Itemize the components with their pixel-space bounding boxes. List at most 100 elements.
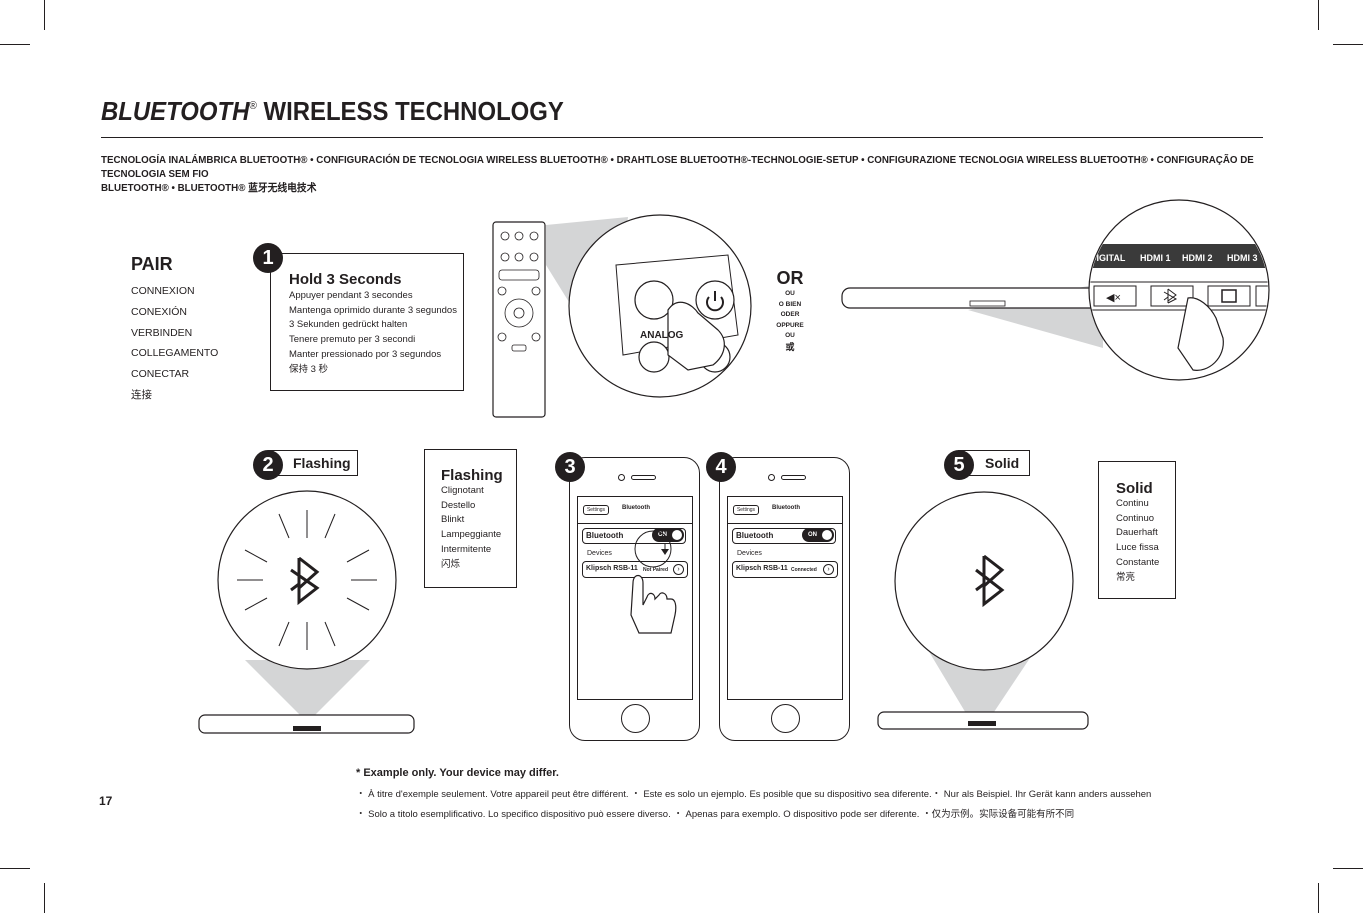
tap-ring xyxy=(634,530,672,568)
page-title: BLUETOOTH® WIRELESS TECHNOLOGY xyxy=(101,96,564,127)
step5-line: 常亮 xyxy=(1116,571,1136,583)
input-label: HDMI 1 xyxy=(1140,253,1171,263)
step5-box: Solid Continu Continuo Dauerhaft Luce fi… xyxy=(1098,461,1176,599)
input-icon xyxy=(1221,289,1237,303)
step1-heading: Hold 3 Seconds xyxy=(289,271,402,288)
step1-line: 3 Sekunden gedrückt halten xyxy=(289,319,408,331)
crop-mark xyxy=(1333,868,1363,869)
or-translation: OPPURE xyxy=(776,321,804,329)
bluetooth-icon xyxy=(290,556,320,606)
step2-line: Clignotant xyxy=(441,485,484,496)
or-translation: OU xyxy=(785,332,795,339)
crop-mark xyxy=(1318,883,1319,913)
soundbar-front xyxy=(198,714,415,734)
footnote-heading: * Example only. Your device may differ. xyxy=(356,767,559,779)
bluetooth-toggle[interactable]: ON xyxy=(652,528,684,542)
step5-line: Luce fissa xyxy=(1116,542,1159,554)
input-strip xyxy=(1090,244,1268,268)
chevron-right-icon: › xyxy=(673,564,684,575)
settings-back-label: Settings xyxy=(736,507,756,513)
pair-item: CONECTAR xyxy=(131,368,190,381)
subtitle-line: TECNOLOGÍA INALÁMBRICA BLUETOOTH® • CONF… xyxy=(101,154,1254,180)
finger-icon xyxy=(667,301,725,371)
devices-section-label: Devices xyxy=(737,550,762,557)
step5-line: Continuo xyxy=(1116,512,1155,524)
pair-item: CONNEXION xyxy=(131,285,195,297)
device-status: Connected xyxy=(791,567,817,573)
chevron-right-icon: › xyxy=(823,564,834,575)
step2-tag: Flashing xyxy=(268,450,358,476)
footnote: * Example only. Your device may differ. … xyxy=(356,767,1151,825)
crop-mark xyxy=(1318,0,1319,30)
or-label: OR xyxy=(776,268,804,288)
settings-back-button[interactable]: Settings xyxy=(733,505,759,515)
toggle-label: ON xyxy=(808,532,817,538)
devices-section-label: Devices xyxy=(587,550,612,557)
step1-line: Tenere premuto per 3 secondi xyxy=(289,334,416,346)
pair-item: CONEXIÓN xyxy=(131,305,188,318)
bluetooth-toggle[interactable]: ON xyxy=(802,528,834,542)
bluetooth-icon xyxy=(975,554,1005,608)
phone-screen: Settings Bluetooth Bluetooth ON Devices … xyxy=(577,496,693,700)
or-translation: ODER xyxy=(780,311,800,318)
pair-section: PAIR CONNEXION CONEXIÓN VERBINDEN COLLEG… xyxy=(131,254,218,406)
finger-icon xyxy=(630,574,677,634)
step2-box: Flashing Clignotant Destello Blinkt Lamp… xyxy=(424,449,517,588)
step2-line: Lampeggiante xyxy=(441,529,502,541)
nav-title: Bluetooth xyxy=(622,505,650,511)
bluetooth-button xyxy=(634,280,674,320)
step4-badge: 4 xyxy=(706,452,736,482)
phone-speaker xyxy=(781,475,806,480)
step2-heading: Flashing xyxy=(441,467,503,484)
soundbar-front xyxy=(877,711,1089,730)
nav-title: Bluetooth xyxy=(772,505,800,511)
bluetooth-icon xyxy=(1163,288,1178,304)
subtitle: TECNOLOGÍA INALÁMBRICA BLUETOOTH® • CONF… xyxy=(101,153,1264,195)
pair-item: COLLEGAMENTO xyxy=(131,347,219,360)
flash-rays xyxy=(237,510,377,650)
toggle-label: ON xyxy=(658,532,667,538)
soundbar-panel-illustration: DIGITAL HDMI 1 HDMI 2 HDMI 3 ◀× xyxy=(841,199,1270,381)
pair-heading: PAIR xyxy=(131,254,173,274)
title-rest: WIRELESS TECHNOLOGY xyxy=(256,96,564,126)
step1-line: 保持 3 秒 xyxy=(289,363,329,375)
device-name: Klipsch RSB-11 xyxy=(736,565,788,572)
home-button[interactable] xyxy=(771,704,800,733)
remote-illustration: ANALOG xyxy=(492,214,752,418)
pair-item: VERBINDEN xyxy=(131,326,193,339)
home-button[interactable] xyxy=(621,704,650,733)
input-label: HDMI 3 xyxy=(1227,253,1258,263)
step5-line: Dauerhaft xyxy=(1116,527,1158,539)
step5-tag-label: Solid xyxy=(985,455,1020,471)
page-number: 17 xyxy=(99,794,113,808)
phone-camera xyxy=(768,474,775,481)
crop-mark xyxy=(44,883,45,913)
analog-label: ANALOG xyxy=(640,330,684,341)
tap-finger-illustration xyxy=(630,530,677,634)
settings-back-button[interactable]: Settings xyxy=(583,505,609,515)
phone-screen: Settings Bluetooth Bluetooth ON Devices … xyxy=(727,496,843,700)
pair-item: 连接 xyxy=(131,388,152,401)
bluetooth-row-label: Bluetooth xyxy=(586,531,624,540)
device-status: Not Paired xyxy=(643,567,669,573)
mute-button xyxy=(1093,285,1137,307)
power-icon xyxy=(706,291,724,312)
step2-line: Intermitente xyxy=(441,543,492,555)
crop-mark xyxy=(1333,44,1363,45)
bluetooth-row: Bluetooth xyxy=(732,528,836,544)
mute-icon: ◀× xyxy=(1106,292,1121,304)
solid-illustration xyxy=(877,491,1089,730)
bluetooth-row: Bluetooth xyxy=(582,528,686,544)
or-translation: 或 xyxy=(785,341,795,352)
flashing-illustration xyxy=(198,490,415,734)
device-row[interactable]: Klipsch RSB-11 Connected › xyxy=(732,561,838,578)
or-block: OR OU O BIEN ODER OPPURE OU 或 xyxy=(772,268,808,352)
step1-box: Hold 3 Seconds Appuyer pendant 3 seconde… xyxy=(270,253,464,391)
step2-tag-label: Flashing xyxy=(293,455,351,471)
step2-badge: 2 xyxy=(253,450,283,480)
input-label: HDMI 2 xyxy=(1182,253,1213,263)
crop-mark xyxy=(0,44,30,45)
step5-heading: Solid xyxy=(1116,480,1153,497)
bluetooth-row-label: Bluetooth xyxy=(736,531,774,540)
title-reg-mark: ® xyxy=(249,100,257,112)
